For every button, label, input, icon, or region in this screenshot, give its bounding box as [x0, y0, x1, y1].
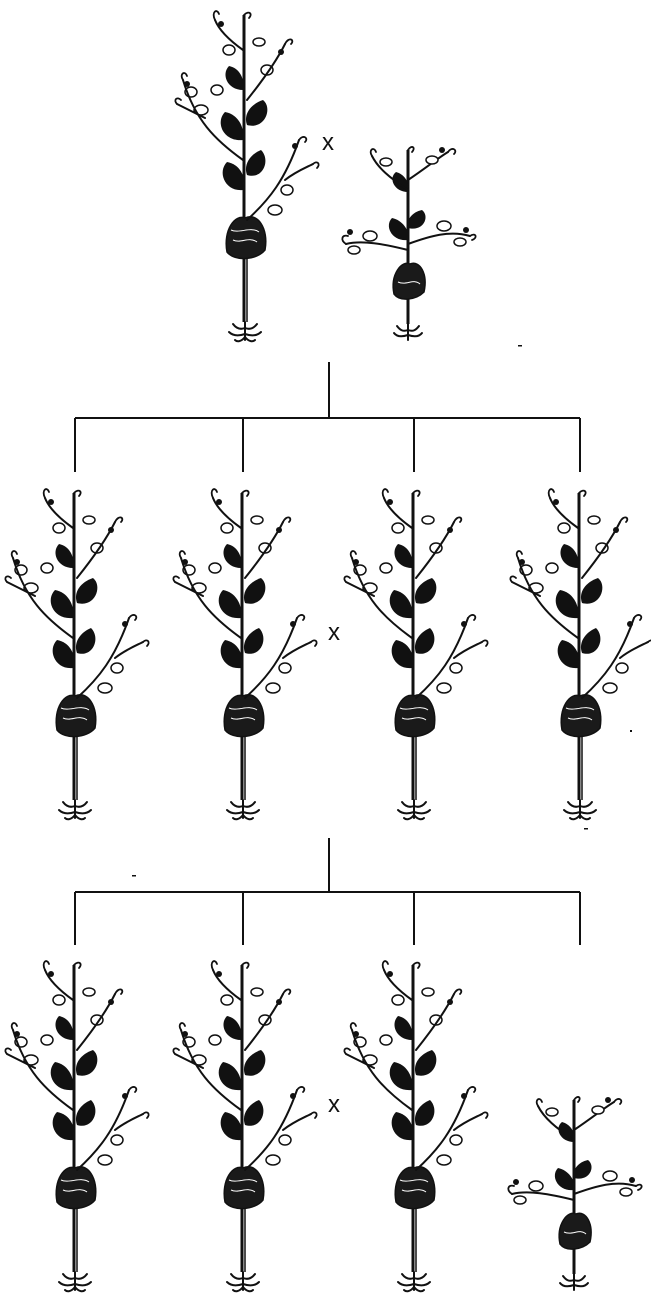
f1-cross-symbol: x [328, 619, 340, 646]
f2-tall-plant-1 [3, 959, 151, 1293]
f2-generation: x [3, 959, 644, 1293]
f1-connector-lines [74, 362, 581, 472]
parent-generation: x [173, 9, 478, 343]
f1-tall-plant-1 [3, 487, 151, 821]
parent-tall-plant [173, 9, 321, 343]
f1-tall-plant-3 [342, 487, 490, 821]
f2-short-plant [506, 1095, 644, 1292]
f1-generation: x [3, 487, 651, 821]
f1-tall-plant-2 [171, 487, 319, 821]
f2-cross-symbol: x [328, 1091, 340, 1118]
parent-short-plant [340, 145, 478, 342]
f1-tall-plant-4 [508, 487, 651, 821]
scan-specks [132, 345, 632, 877]
f2-tall-plant-2 [171, 959, 319, 1293]
f2-tall-plant-3 [342, 959, 490, 1293]
f2-connector-lines [74, 838, 581, 945]
parent-cross-symbol: x [322, 129, 334, 156]
